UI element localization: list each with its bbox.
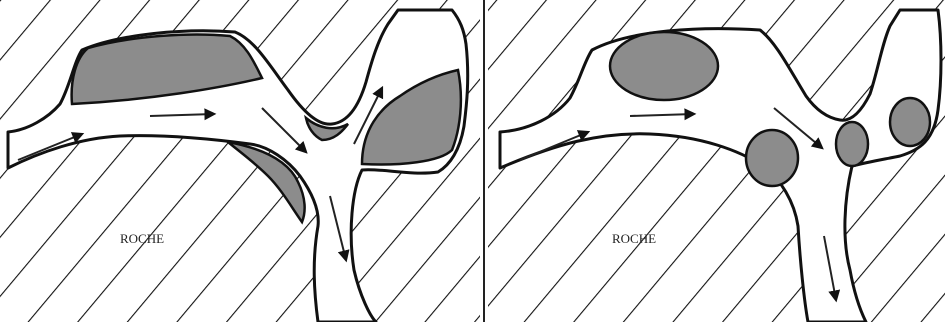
right-panel: ROCHE xyxy=(488,0,945,322)
rock-label-right: ROCHE xyxy=(612,231,656,246)
deposit-right-mid xyxy=(746,130,798,186)
deposit-right-junction xyxy=(836,122,868,166)
rock-label-left: ROCHE xyxy=(120,231,164,246)
left-panel: ROCHE xyxy=(0,0,480,322)
deposit-right-top xyxy=(610,32,718,100)
deposit-right-side xyxy=(890,98,930,146)
